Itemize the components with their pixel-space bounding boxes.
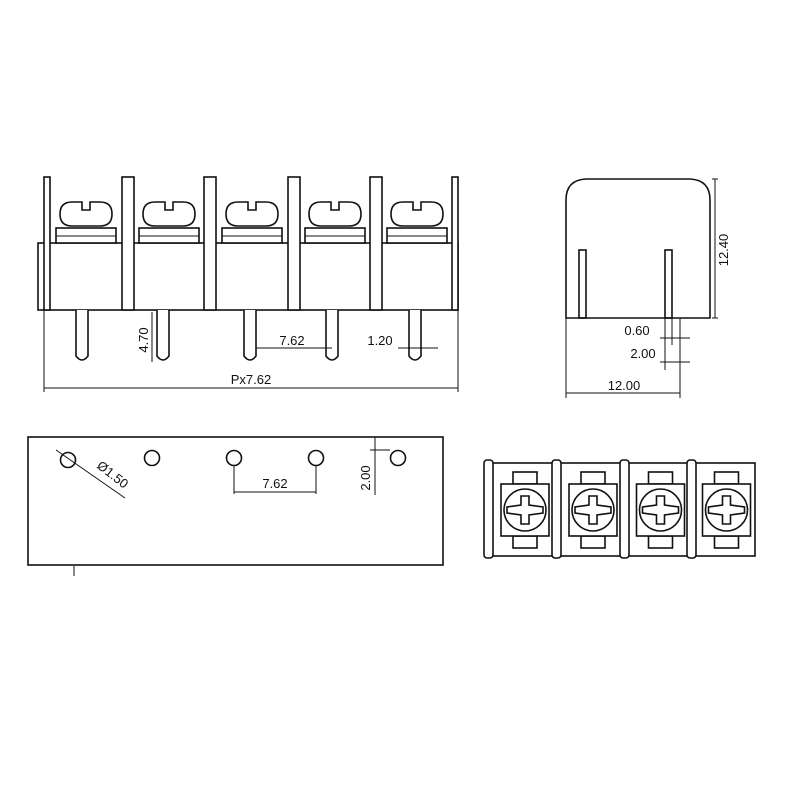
terminal-tab bbox=[580, 535, 606, 549]
pin bbox=[408, 310, 422, 361]
terminal-tab bbox=[647, 471, 674, 485]
front-barrier bbox=[43, 176, 51, 311]
screw-head bbox=[225, 201, 279, 227]
front-barrier bbox=[287, 176, 301, 311]
pin bbox=[325, 310, 339, 361]
front-pitch-label: 7.62 bbox=[279, 333, 304, 348]
top-view bbox=[483, 459, 756, 559]
terminal-tab bbox=[512, 471, 538, 485]
bottom-row-offset-label: 2.00 bbox=[358, 465, 373, 490]
front-barrier bbox=[121, 176, 135, 311]
bottom-pitch-label: 7.62 bbox=[262, 476, 287, 491]
front-pin-width-label: 1.20 bbox=[367, 333, 392, 348]
terminal-tab bbox=[647, 535, 674, 549]
top-barrier bbox=[483, 459, 494, 559]
pin-hole bbox=[59, 451, 77, 469]
pin-hole bbox=[225, 449, 243, 467]
side-width-label: 12.00 bbox=[608, 378, 641, 393]
pin bbox=[75, 310, 89, 361]
pin-hole bbox=[307, 449, 325, 467]
bottom-view bbox=[27, 436, 444, 576]
screw-head-top bbox=[571, 488, 615, 532]
side-pin-thickness-label: 0.60 bbox=[624, 323, 649, 338]
front-barrier bbox=[369, 176, 383, 311]
screw-slot-cross bbox=[707, 495, 746, 525]
screw-slot-cross bbox=[574, 495, 612, 525]
screw-head-top bbox=[503, 488, 547, 532]
bottom-hole-diameter-label: Ø1.50 bbox=[94, 458, 131, 492]
top-barrier bbox=[551, 459, 562, 559]
screw-head bbox=[308, 201, 362, 227]
side-view bbox=[565, 178, 718, 398]
screw-head bbox=[390, 201, 444, 227]
top-barrier bbox=[686, 459, 697, 559]
terminal-tab bbox=[512, 535, 538, 549]
screw-head bbox=[142, 201, 196, 227]
terminal-tab bbox=[713, 535, 740, 549]
screw-slot-cross bbox=[641, 495, 680, 525]
screw-head-top bbox=[704, 488, 749, 532]
terminal-tab bbox=[713, 471, 740, 485]
screw-slot-cross bbox=[506, 495, 544, 525]
pin bbox=[156, 310, 170, 361]
terminal-tab bbox=[580, 471, 606, 485]
top-barrier bbox=[619, 459, 630, 559]
front-pin-length-label: 4.70 bbox=[136, 327, 151, 352]
side-height-label: 12.40 bbox=[716, 234, 731, 267]
screw-head bbox=[59, 201, 113, 227]
front-overall-length-label: Px7.62 bbox=[231, 372, 271, 387]
front-view bbox=[37, 176, 459, 392]
front-body bbox=[37, 242, 459, 311]
front-barrier bbox=[203, 176, 217, 311]
pin bbox=[243, 310, 257, 361]
pin-hole bbox=[389, 449, 407, 467]
side-pin-offset-label: 2.00 bbox=[630, 346, 655, 361]
front-barrier bbox=[451, 176, 459, 311]
pin-hole bbox=[143, 449, 161, 467]
screw-head-top bbox=[638, 488, 683, 532]
